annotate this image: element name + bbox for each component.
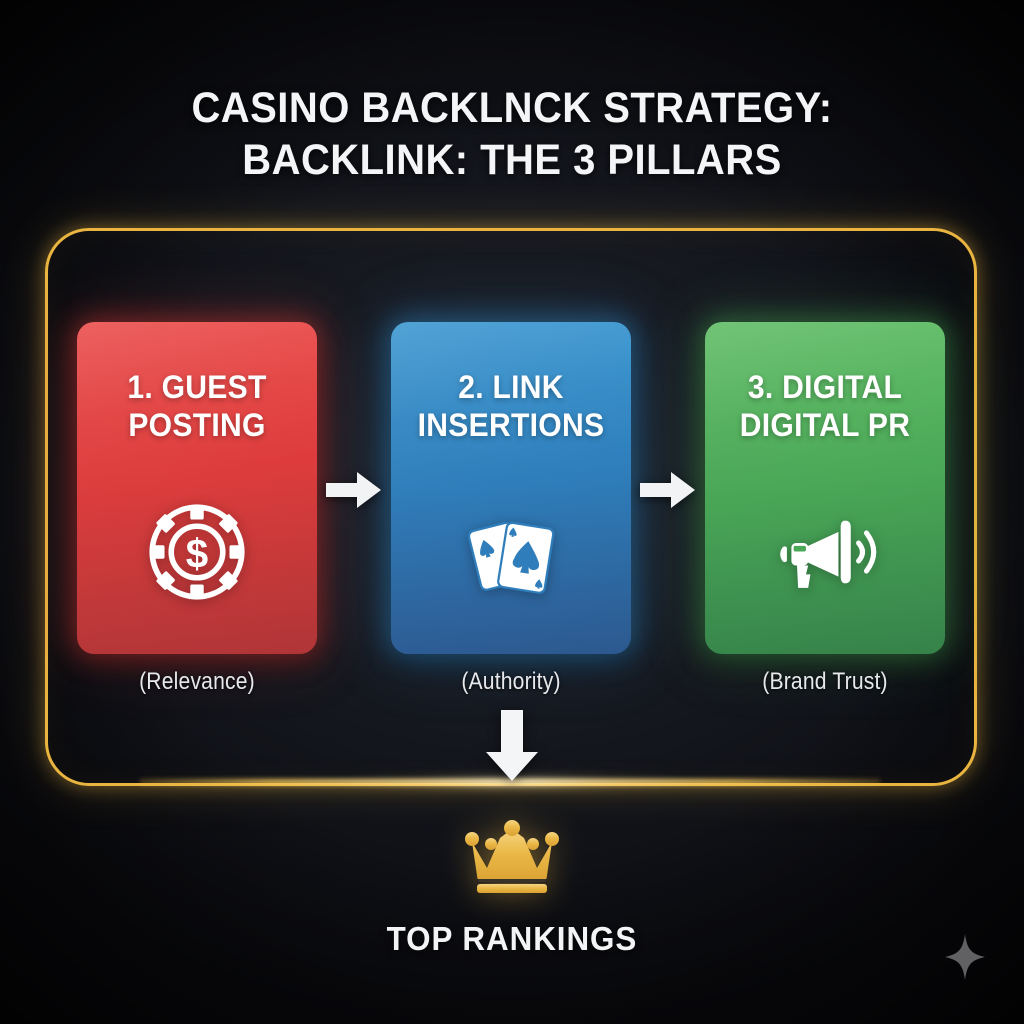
poster-title: CASINO BACKLNCK STRATEGY: BACKLINK: THE … xyxy=(0,82,1024,186)
pillar-card-row: 1. GUEST POSTING xyxy=(45,322,977,658)
megaphone-icon xyxy=(769,496,881,608)
title-line-2: BACKLINK: THE 3 PILLARS xyxy=(242,136,782,184)
pillar-title: 1. GUEST POSTING xyxy=(127,369,267,443)
arrow-down-icon xyxy=(485,710,539,782)
pillar-card-guest-posting[interactable]: 1. GUEST POSTING xyxy=(77,322,317,654)
outcome-block: TOP RANKINGS xyxy=(0,820,1024,958)
sparkle-star-icon xyxy=(944,934,986,980)
pillar-card-link-insertions[interactable]: 2. LINK INSERTIONS xyxy=(391,322,631,654)
svg-text:$: $ xyxy=(186,531,208,577)
outcome-label: TOP RANKINGS xyxy=(386,920,638,957)
frame-bottom-glow-hotspot xyxy=(330,775,700,789)
pillar-caption-row: (Relevance) (Authority) (Brand Trust) xyxy=(45,668,977,696)
crown-icon xyxy=(460,820,564,894)
arrow-right-icon xyxy=(326,470,382,510)
casino-chip-dollar-icon: $ xyxy=(141,496,253,608)
pillar-caption-relevance: (Relevance) xyxy=(139,668,255,695)
pillar-caption-authority: (Authority) xyxy=(461,668,561,695)
pillar-card-digital-pr[interactable]: 3. DIGITAL DIGITAL PR xyxy=(705,322,945,654)
pillar-caption-brand-trust: (Brand Trust) xyxy=(762,668,888,695)
pillar-title: 3. DIGITAL DIGITAL PR xyxy=(739,369,911,443)
title-line-1: CASINO BACKLNCK STRATEGY: xyxy=(191,84,833,132)
playing-cards-spade-icon xyxy=(455,496,567,608)
arrow-right-icon xyxy=(640,470,696,510)
pillar-title: 2. LINK INSERTIONS xyxy=(417,369,605,443)
